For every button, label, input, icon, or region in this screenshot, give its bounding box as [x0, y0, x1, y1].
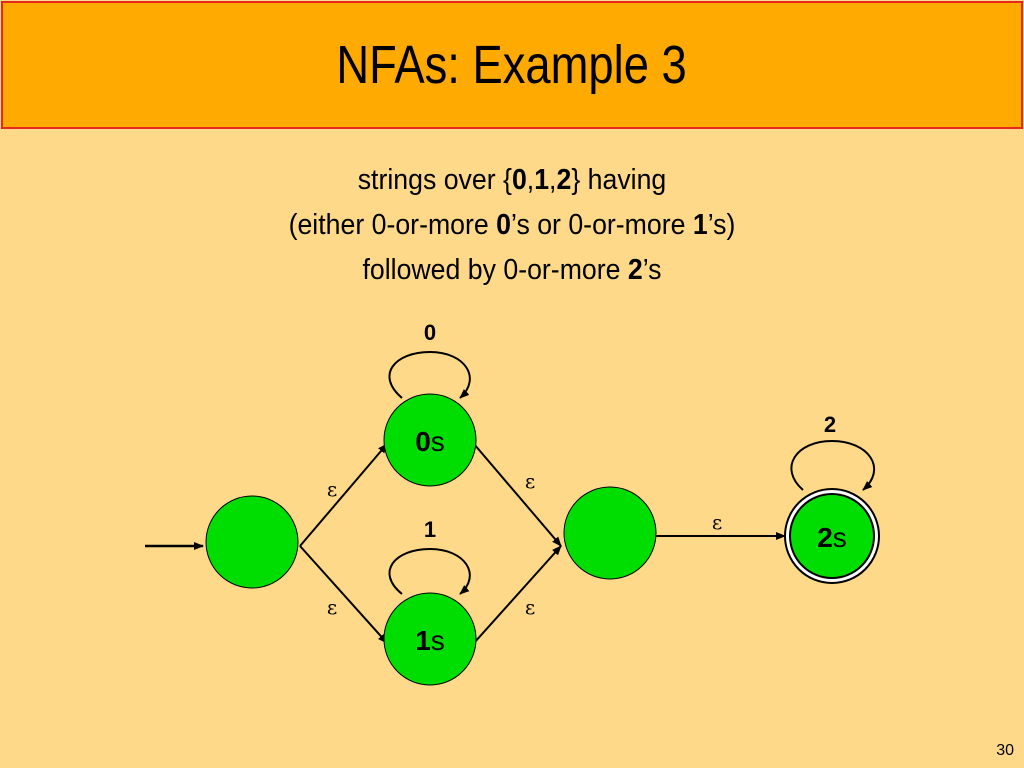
line1-text-end: } having [571, 164, 667, 196]
label-loop-1: 1 [424, 517, 436, 542]
slide-title: NFAs: Example 3 [336, 35, 688, 95]
self-loop-twos [790, 439, 876, 491]
state-zeros-label: 0s [415, 426, 445, 457]
title-bar: NFAs: Example 3 [1, 1, 1023, 129]
description-line-3: followed by 0-or-more 2’s [41, 248, 983, 293]
self-loop-zeros [388, 350, 471, 399]
label-epsilon-ones-middle: ε [525, 595, 535, 619]
label-epsilon-middle-twos: ε [712, 510, 722, 534]
edge-ones-to-middle [473, 545, 562, 644]
edge-start-to-ones [299, 545, 388, 644]
description-line-1: strings over {0,1,2} having [41, 158, 983, 203]
line2-text-middle: ’s or 0-or-more [511, 209, 693, 241]
edge-zeros-to-middle [473, 443, 562, 547]
symbol-1: 1 [534, 164, 550, 196]
description-line-2: (either 0-or-more 0’s or 0-or-more 1’s) [41, 203, 983, 248]
label-loop-0: 0 [424, 320, 436, 345]
label-epsilon-start-zeros: ε [327, 477, 337, 501]
line3-text-end: ’s [642, 254, 662, 286]
line2-bold-1: 1 [692, 209, 708, 241]
comma-1: , [526, 164, 535, 196]
line2-text-start: (either 0-or-more [288, 209, 497, 241]
state-middle [563, 486, 657, 580]
state-twos-label: 2s [817, 522, 847, 553]
line2-text-end: ’s) [707, 209, 736, 241]
self-loop-ones [388, 547, 471, 595]
label-loop-2: 2 [824, 412, 836, 437]
page-number: 30 [996, 742, 1014, 759]
symbol-2: 2 [556, 164, 572, 196]
line1-text-start: strings over { [357, 164, 512, 196]
line3-bold-2: 2 [627, 254, 643, 286]
state-ones [383, 592, 477, 686]
language-description: strings over {0,1,2} having (either 0-or… [0, 158, 1024, 293]
line2-bold-0: 0 [496, 209, 512, 241]
label-epsilon-start-ones: ε [327, 595, 337, 619]
state-ones-label: 1s [415, 625, 445, 656]
state-zeros [383, 393, 477, 487]
state-twos [789, 493, 875, 579]
state-start [205, 495, 299, 589]
comma-2: , [549, 164, 557, 196]
line3-text-start: followed by 0-or-more [362, 254, 628, 286]
label-epsilon-zeros-middle: ε [525, 469, 535, 493]
symbol-0: 0 [511, 164, 527, 196]
edge-start-to-zeros [299, 443, 388, 547]
